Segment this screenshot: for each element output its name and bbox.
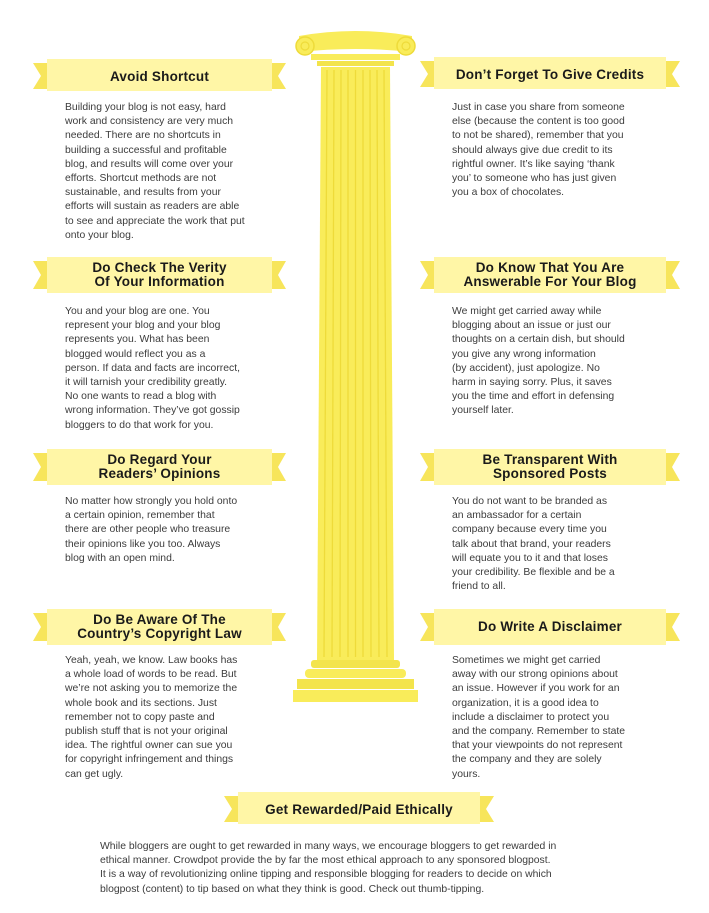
ribbon-shape <box>224 792 494 824</box>
ribbon-shape <box>420 609 680 645</box>
section-title: Do Know That You Are Answerable For Your… <box>463 260 637 289</box>
section-title: Don’t Forget To Give Credits <box>455 67 645 82</box>
section-body: Yeah, yeah, we know. Law books has a who… <box>65 655 238 780</box>
section-banner-get-rewarded: Get Rewarded/Paid Ethically <box>224 790 494 830</box>
ribbon-shape <box>33 59 286 91</box>
ionic-column-illustration <box>293 31 418 702</box>
section-body: Just in case you share from someone else… <box>452 102 625 199</box>
ribbon-shape <box>420 57 680 89</box>
section-body: We might get carried away while blogging… <box>452 306 625 417</box>
section-banner-answerable: Do Know That You Are Answerable For Your… <box>420 255 680 295</box>
ribbon-shape <box>33 257 286 293</box>
section-body: While bloggers are ought to get rewarded… <box>100 841 557 895</box>
section-body: You and your blog are one. You represent… <box>65 306 241 431</box>
section-title: Do Write A Disclaimer <box>478 619 622 634</box>
section-body: You do not want to be branded as an amba… <box>452 496 615 593</box>
section-banner-avoid-shortcut: Avoid Shortcut <box>33 57 286 97</box>
section-title: Do Regard Your Readers’ Opinions <box>98 452 221 481</box>
ribbon-shape <box>420 257 680 293</box>
section-title: Do Check The Verity Of Your Information <box>92 260 227 289</box>
section-banner-check-verity: Do Check The Verity Of Your Information <box>33 255 286 295</box>
section-body: No matter how strongly you hold onto a c… <box>65 496 238 564</box>
section-title: Avoid Shortcut <box>109 69 210 84</box>
ribbon-shape <box>420 449 680 485</box>
section-title: Get Rewarded/Paid Ethically <box>265 802 453 817</box>
section-body: Sometimes we might get carried away with… <box>452 655 626 780</box>
ribbon-shape <box>33 449 286 485</box>
section-banner-sponsored-posts: Be Transparent With Sponsored Posts <box>420 447 680 487</box>
section-title: Be Transparent With Sponsored Posts <box>482 452 618 481</box>
section-banner-disclaimer: Do Write A Disclaimer <box>420 607 680 647</box>
section-title: Do Be Aware Of The Country’s Copyright L… <box>77 612 242 641</box>
ribbon-shape <box>33 609 286 645</box>
section-body: Building your blog is not easy, hard wor… <box>65 102 245 241</box>
section-banner-readers-opinions: Do Regard Your Readers’ Opinions <box>33 447 286 487</box>
section-banner-give-credits: Don’t Forget To Give Credits <box>420 55 680 95</box>
section-banner-copyright-law: Do Be Aware Of The Country’s Copyright L… <box>33 607 286 647</box>
